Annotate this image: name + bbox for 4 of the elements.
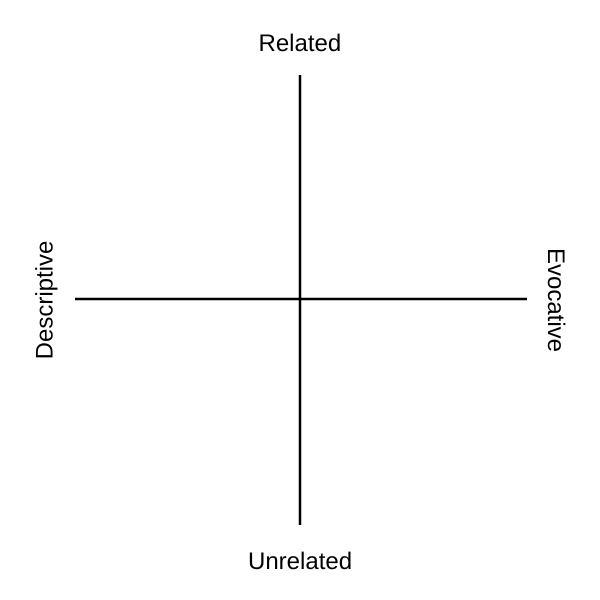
axis-label: Unrelated xyxy=(248,548,352,576)
axis-label: Descriptive xyxy=(30,240,59,360)
axis-label: Related xyxy=(258,30,342,58)
axis-label: Evocative xyxy=(541,248,570,352)
